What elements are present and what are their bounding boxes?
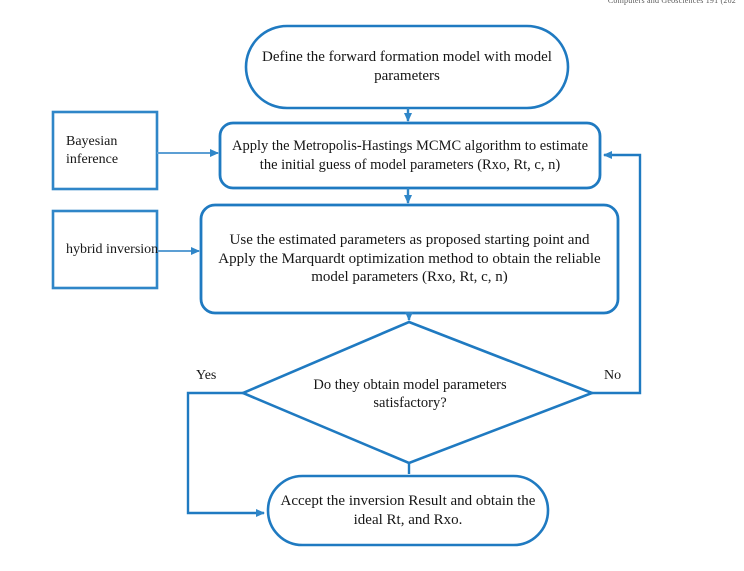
edge-label-no: No [604, 368, 622, 383]
journal-header: Computers and Geosciences 191 (202 [607, 0, 736, 5]
node-marquardt-step-shape [199, 203, 620, 315]
node-decision-shape [239, 320, 596, 465]
node-bayesian-inference-shape [51, 110, 159, 191]
node-hybrid-inversion-shape [51, 209, 159, 290]
node-accept-result-shape [266, 474, 550, 547]
node-mcmc-step-shape [218, 121, 602, 190]
edge-no-loop [592, 151, 642, 395]
edge-label-yes: Yes [196, 368, 217, 383]
node-define-model-shape [244, 24, 570, 110]
edge-yes-to-accept [186, 391, 265, 517]
